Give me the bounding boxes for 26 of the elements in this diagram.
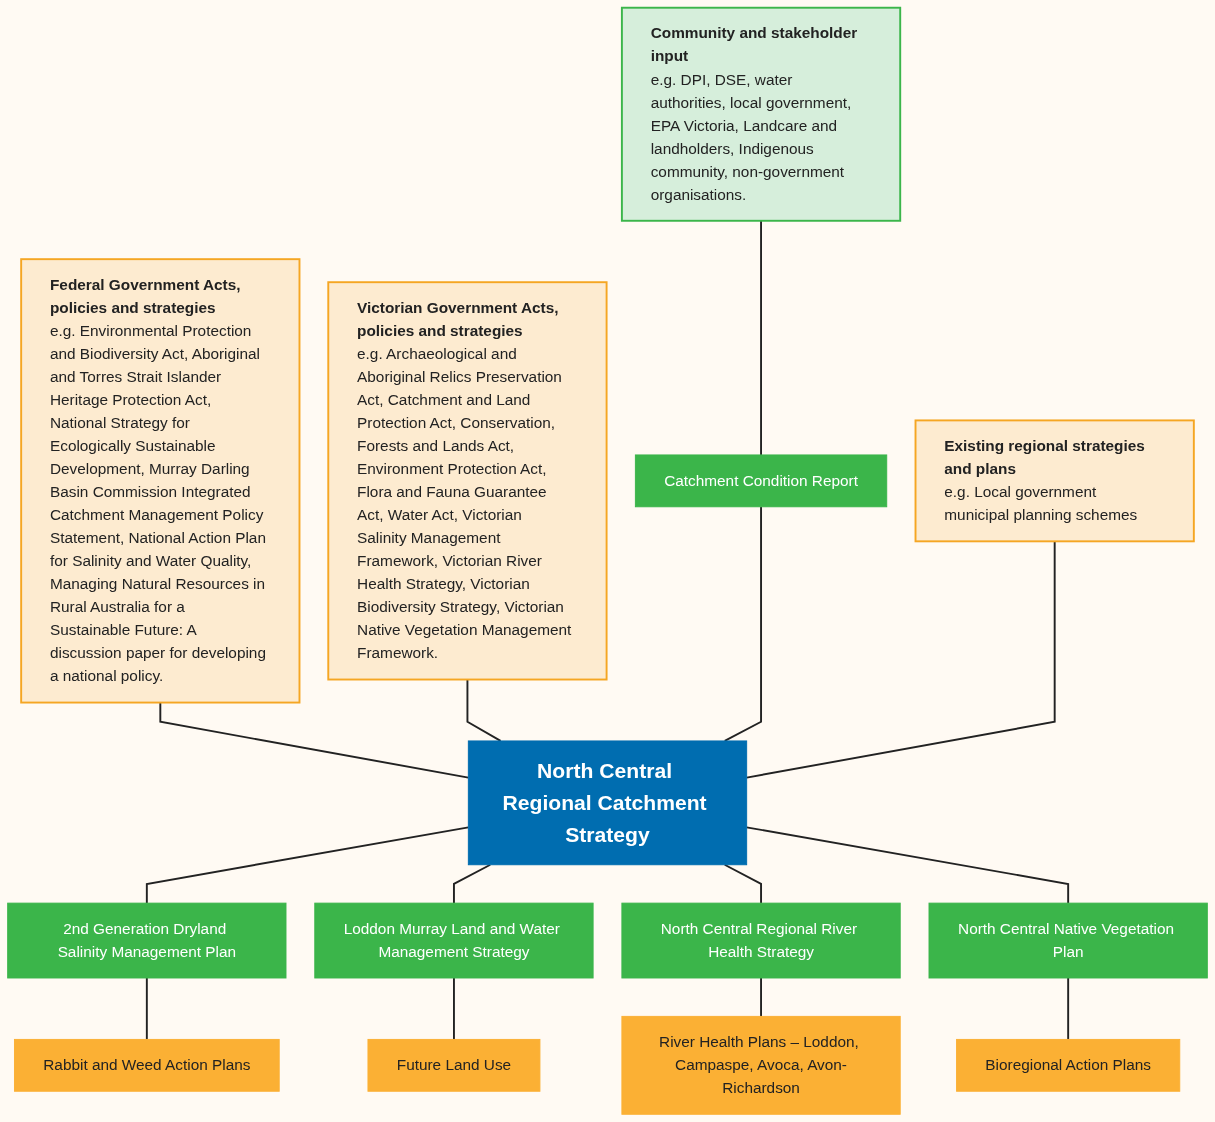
connector	[1067, 977, 1070, 1041]
node-box: Loddon Murray Land and Water Management Strategy	[314, 902, 594, 979]
node-box: Federal Government Acts, policies and strategies e.g. Environmental Protection and Biodiversity Act, Aboriginal and Torres Strait Islander Heritage Protection Act, National Strategy for Ecologically Sustainable Development, Murray Darling Basin Commission Integrated Catchment Management Policy Statement, National Action Plan for Salinity and Water Quality, Managing Natural Resources in Rural Australia for a Sustainable Future: A discussion paper for developing a national policy.	[20, 258, 301, 704]
node-box: 2nd Generation Dryland Salinity Management Plan	[7, 902, 287, 979]
connector	[745, 540, 1056, 779]
node-box: North Central Regional Catchment Strategy	[467, 740, 748, 866]
connector	[145, 977, 148, 1041]
connector	[745, 826, 1070, 905]
node-box: Rabbit and Weed Action Plans	[14, 1038, 280, 1092]
connector	[145, 826, 470, 905]
node-box: North Central Regional River Health Strategy	[621, 902, 901, 979]
node-box: Existing regional strategies and plans e.g. Local government municipal planning schemes	[914, 419, 1195, 543]
node-box: North Central Native Vegetation Plan	[928, 902, 1208, 979]
node-box: River Health Plans – Loddon, Campaspe, Avoca, Avon-Richardson	[621, 1015, 901, 1115]
connector	[723, 863, 762, 905]
node-box: Catchment Condition Report	[634, 454, 888, 508]
node-box: Future Land Use	[367, 1038, 541, 1092]
node-box: Bioregional Action Plans	[956, 1038, 1181, 1092]
connector	[760, 977, 762, 1018]
connector	[453, 863, 492, 905]
connector	[760, 219, 762, 456]
node-box: Community and stakeholder input e.g. DPI, DSE, water authorities, local government, EPA Victoria, Landcare and landholders, Indigenous community, non-government organisations.	[620, 6, 902, 222]
connector	[723, 505, 762, 742]
connector	[453, 977, 455, 1041]
node-box: Victorian Government Acts, policies and strategies e.g. Archaeological and Aboriginal Relics Preservation Act, Catchment and Land Protection Act, Conservation, Forests and Lands Act, Environment Protection Act, Flora and Fauna Guarantee Act, Water Act, Victorian Salinity Management Framework, Victorian River Health Strategy, Victorian Biodiversity Strategy, Victorian Native Vegetation Management Framework.	[327, 281, 608, 681]
connector	[159, 701, 470, 779]
